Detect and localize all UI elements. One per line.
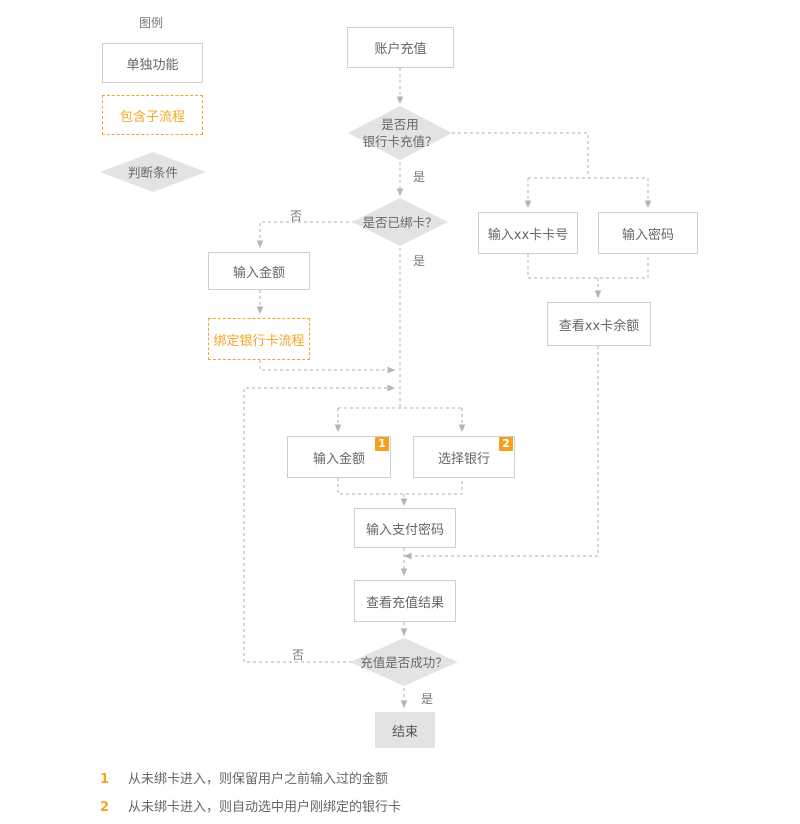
legend-title: 图例 [139, 16, 164, 30]
use-card-decision-diamond [348, 106, 452, 160]
node-enter-password: 输入密码 [598, 212, 698, 254]
legend-subprocess: 包含子流程 [102, 95, 203, 135]
legend-single-function: 单独功能 [102, 43, 203, 83]
node-view-result: 查看充值结果 [354, 580, 456, 622]
edge-label-yes-1: 是 [413, 170, 426, 184]
edge-label-yes-2: 是 [413, 254, 426, 268]
node-end: 结束 [375, 712, 435, 748]
badge-2: 2 [499, 437, 513, 451]
legend-condition-diamond [100, 152, 206, 192]
node-use-card-question: 是否用银行卡充值？ [362, 117, 438, 149]
edge-label-yes-3: 是 [421, 692, 434, 706]
edge-label-no-1: 否 [290, 209, 303, 223]
legend-condition: 判断条件 [127, 165, 178, 180]
edge-label-no-2: 否 [292, 648, 305, 662]
node-select-bank: 选择银行 [413, 436, 515, 478]
success-decision-diamond [350, 638, 458, 686]
node-success-question: 充值是否成功？ [360, 655, 448, 670]
node-view-balance: 查看xx卡余额 [547, 302, 651, 346]
badge-1: 1 [375, 437, 389, 451]
node-enter-amount-unbound: 输入金额 [208, 252, 310, 290]
node-enter-card-number: 输入xx卡卡号 [478, 212, 578, 254]
node-account-recharge: 账户充值 [347, 27, 454, 68]
node-bound-question: 是否已绑卡？ [362, 215, 438, 230]
node-enter-amount: 输入金额 [287, 436, 391, 478]
node-enter-pay-password: 输入支付密码 [354, 508, 456, 548]
bound-decision-diamond [352, 198, 448, 246]
node-bind-card-flow: 绑定银行卡流程 [208, 318, 310, 360]
